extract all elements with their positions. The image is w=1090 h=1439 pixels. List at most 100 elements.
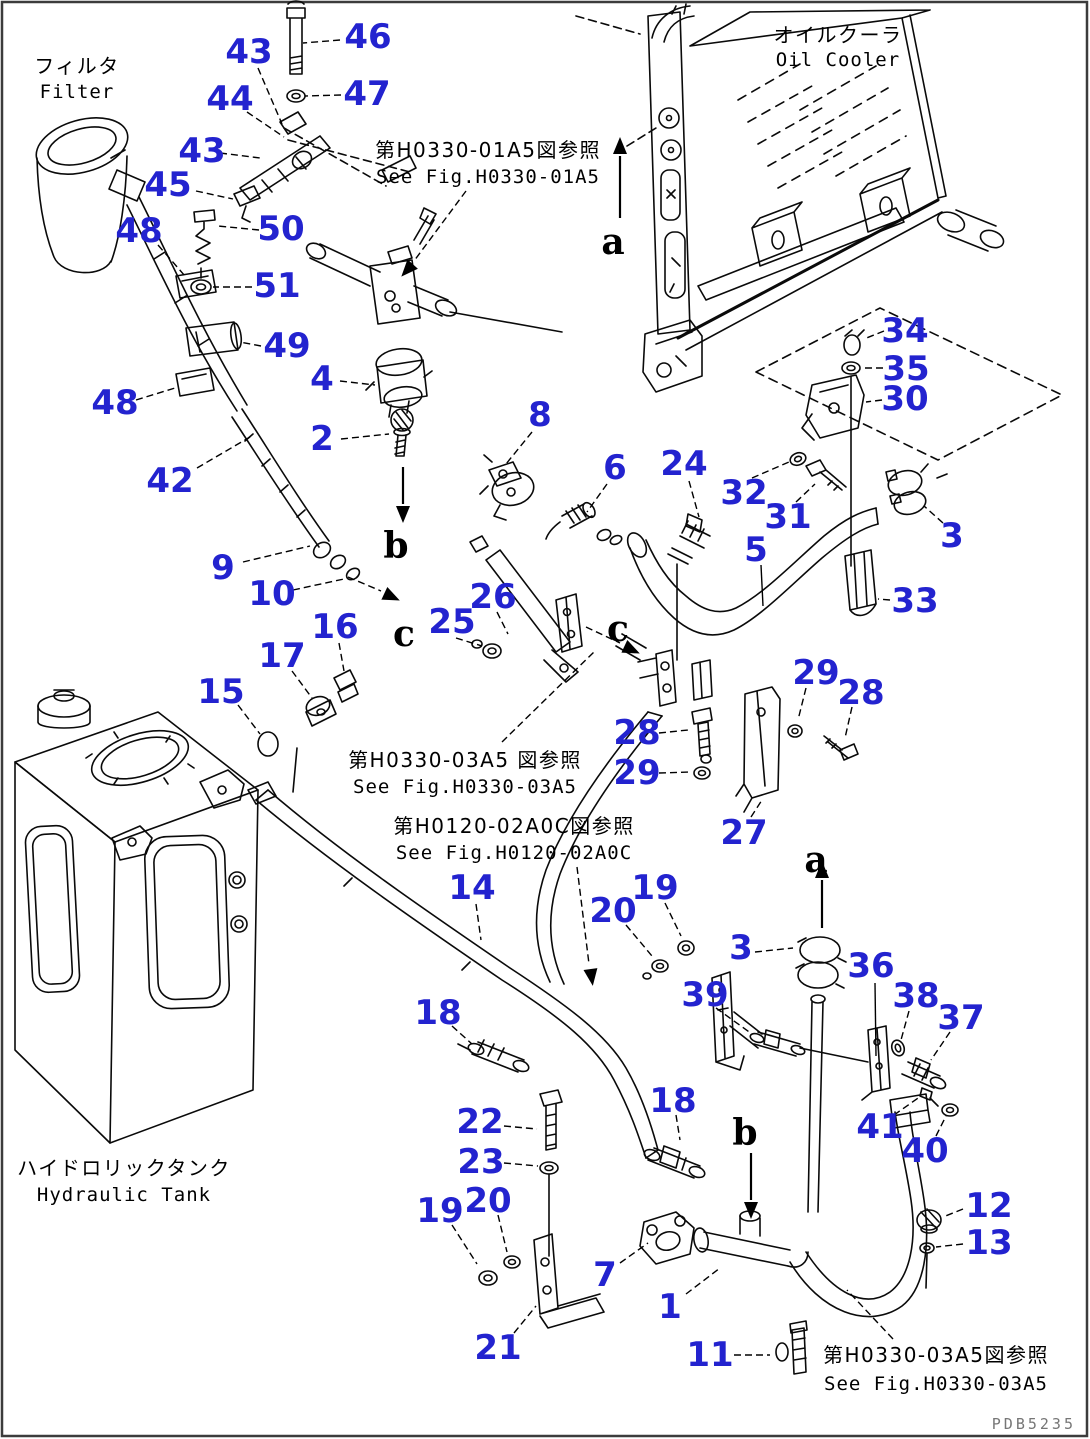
leader-line-50 bbox=[217, 225, 260, 231]
callout-44: 44 bbox=[206, 79, 253, 119]
leader-line-48 bbox=[157, 244, 186, 277]
section-arrowhead-icon bbox=[396, 506, 410, 523]
callout-43: 43 bbox=[178, 131, 225, 171]
callout-20: 20 bbox=[464, 1181, 511, 1221]
tee-joint-drawing bbox=[305, 207, 563, 457]
callout-13: 13 bbox=[965, 1223, 1012, 1263]
leader-line-48 bbox=[135, 387, 176, 401]
callout-42: 42 bbox=[146, 461, 193, 501]
callout-16: 16 bbox=[311, 607, 358, 647]
callout-35: 35 bbox=[882, 349, 929, 389]
callout-3: 3 bbox=[940, 516, 964, 556]
callout-9: 9 bbox=[211, 548, 235, 588]
suction-pipe-drawing bbox=[255, 711, 706, 1179]
callout-18: 18 bbox=[414, 993, 461, 1033]
leader-line-49 bbox=[239, 341, 262, 347]
ref-note-pointer-1 bbox=[501, 649, 597, 743]
leader-line-29 bbox=[797, 687, 807, 721]
callout-28: 28 bbox=[613, 713, 660, 753]
ref-note-pointer-0 bbox=[413, 190, 467, 262]
leader-line-37 bbox=[930, 1031, 951, 1061]
callout-29: 29 bbox=[792, 653, 839, 693]
callout-19: 19 bbox=[416, 1191, 463, 1231]
component-label-jp-filter: フィルタ bbox=[34, 54, 120, 78]
leader-line-27 bbox=[750, 799, 763, 818]
leader-line-4 bbox=[339, 380, 376, 386]
ref-note-jp-2: 第H0120-02A0C図参照 bbox=[393, 814, 634, 838]
ref-note-jp-1: 第H0330-03A5 図参照 bbox=[348, 748, 582, 772]
leader-line-46 bbox=[302, 39, 341, 44]
callout-37: 37 bbox=[937, 998, 984, 1038]
callout-22: 22 bbox=[456, 1102, 503, 1142]
leader-line-17 bbox=[291, 670, 313, 699]
callout-28: 28 bbox=[837, 673, 884, 713]
component-label-en-oil-cooler: Oil Cooler bbox=[776, 49, 900, 71]
filter-drawing bbox=[35, 117, 361, 581]
cooler-bracket-drawing bbox=[755, 307, 1063, 617]
section-arrowhead-icon bbox=[621, 639, 640, 654]
callout-25: 25 bbox=[428, 602, 475, 642]
leader-line-40 bbox=[935, 1115, 947, 1137]
leader-line-19 bbox=[451, 1224, 478, 1265]
callout-21: 21 bbox=[474, 1328, 521, 1368]
callout-26: 26 bbox=[469, 577, 516, 617]
leader-line-43 bbox=[219, 152, 261, 159]
callout-2: 2 bbox=[310, 419, 334, 459]
tank-union-drawing bbox=[257, 535, 579, 793]
leader-line-47 bbox=[304, 94, 342, 97]
ref-note-arrowhead-icon bbox=[401, 259, 418, 277]
section-arrowhead-icon bbox=[381, 586, 400, 601]
leader-line-5 bbox=[760, 564, 764, 607]
leader-line-28 bbox=[844, 706, 853, 739]
ref-note-en-3: See Fig.H0330-03A5 bbox=[824, 1373, 1048, 1395]
oil-cooler-drawing bbox=[642, 3, 1005, 393]
component-label-jp-hydraulic-tank: ハイドロリックタンク bbox=[17, 1156, 231, 1180]
callout-32: 32 bbox=[720, 473, 767, 513]
ref-note-en-0: See Fig.H0330-01A5 bbox=[376, 166, 600, 188]
leader-line-16 bbox=[338, 642, 345, 672]
leader-line-23 bbox=[503, 1162, 539, 1167]
leader-line-31 bbox=[795, 483, 816, 503]
valve-fittings-drawing bbox=[479, 454, 711, 565]
callout-38: 38 bbox=[892, 976, 939, 1016]
callout-5: 5 bbox=[744, 530, 768, 570]
callout-20: 20 bbox=[589, 891, 636, 931]
leader-lines-layer bbox=[135, 39, 964, 1356]
ref-note-jp-0: 第H0330-01A5図参照 bbox=[375, 138, 601, 162]
leader-line-15 bbox=[237, 704, 261, 735]
section-letter-b: b bbox=[383, 525, 408, 567]
section-arrowhead-icon bbox=[815, 861, 829, 878]
leader-line-10 bbox=[292, 578, 345, 591]
leader-line-12 bbox=[942, 1208, 964, 1218]
cooler-core-hatching bbox=[737, 63, 907, 189]
construction-lines bbox=[283, 15, 657, 187]
text-labels-layer: 第H0330-01A5図参照 See Fig.H0330-01A5 第H0330-0… bbox=[17, 23, 1073, 1433]
section-arrow-line-c bbox=[347, 576, 382, 592]
callout-46: 46 bbox=[344, 17, 391, 57]
leader-line-41 bbox=[893, 1095, 922, 1116]
leader-line-33 bbox=[877, 598, 891, 601]
callout-7: 7 bbox=[593, 1255, 617, 1295]
callout-18: 18 bbox=[649, 1081, 696, 1121]
outlet-assembly-drawing bbox=[642, 936, 959, 1213]
callout-49: 49 bbox=[263, 326, 310, 366]
leader-line-20 bbox=[497, 1214, 508, 1253]
callout-51: 51 bbox=[253, 266, 300, 306]
ref-note-pointer-3 bbox=[846, 1289, 894, 1340]
leader-line-34 bbox=[863, 330, 885, 340]
leader-line-28 bbox=[658, 729, 689, 734]
callout-41: 41 bbox=[856, 1107, 903, 1147]
ref-note-jp-3: 第H0330-03A5図参照 bbox=[823, 1343, 1049, 1367]
leader-line-9 bbox=[242, 545, 311, 563]
leader-line-3 bbox=[754, 947, 794, 953]
leader-line-42 bbox=[196, 436, 251, 469]
callout-33: 33 bbox=[891, 581, 938, 621]
callout-12: 12 bbox=[965, 1186, 1012, 1226]
callout-27: 27 bbox=[720, 813, 767, 853]
leader-line-8 bbox=[505, 431, 533, 465]
leader-line-1 bbox=[685, 1267, 721, 1295]
leader-line-7 bbox=[619, 1242, 649, 1264]
